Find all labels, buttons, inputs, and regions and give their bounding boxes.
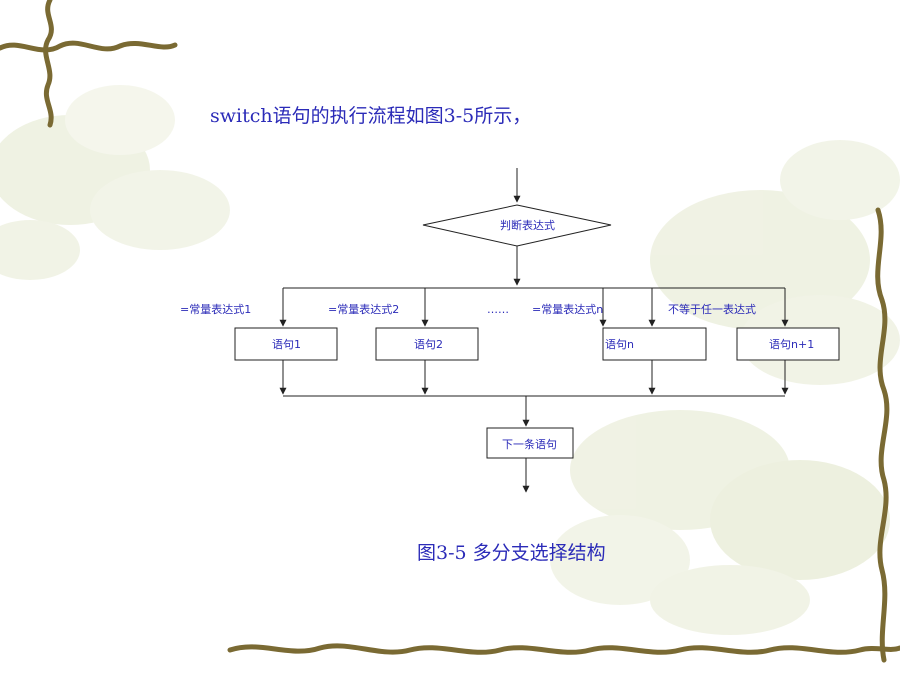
decorative-vine-right bbox=[875, 207, 890, 663]
branch-label-2: =常量表达式2 bbox=[328, 302, 399, 316]
decorative-vine-bottom bbox=[227, 643, 900, 655]
decision-label: 判断表达式 bbox=[500, 218, 555, 232]
branch-label-default: 不等于任一表达式 bbox=[668, 302, 756, 316]
next-statement-box bbox=[486, 427, 574, 459]
statement-label-n: 语句n bbox=[605, 338, 634, 351]
statement-box-n bbox=[602, 327, 707, 361]
statement-box-n1 bbox=[736, 327, 840, 361]
decorative-vine-top-left bbox=[0, 0, 178, 128]
branch-label-ellipsis: …… bbox=[487, 303, 509, 316]
statement-label-1: 语句1 bbox=[272, 338, 301, 351]
branch-label-1: =常量表达式1 bbox=[180, 302, 251, 316]
next-statement-label: 下一条语句 bbox=[502, 437, 557, 451]
statement-label-2: 语句2 bbox=[414, 338, 443, 351]
statement-box-2 bbox=[375, 327, 479, 361]
statement-label-n1: 语句n+1 bbox=[769, 338, 814, 351]
statement-box-1 bbox=[234, 327, 338, 361]
flowchart bbox=[234, 168, 840, 493]
slide-heading: switch语句的执行流程如图3-5所示， bbox=[210, 105, 532, 127]
branch-label-n: =常量表达式n bbox=[532, 302, 603, 316]
figure-caption: 图3-5 多分支选择结构 bbox=[417, 542, 606, 564]
